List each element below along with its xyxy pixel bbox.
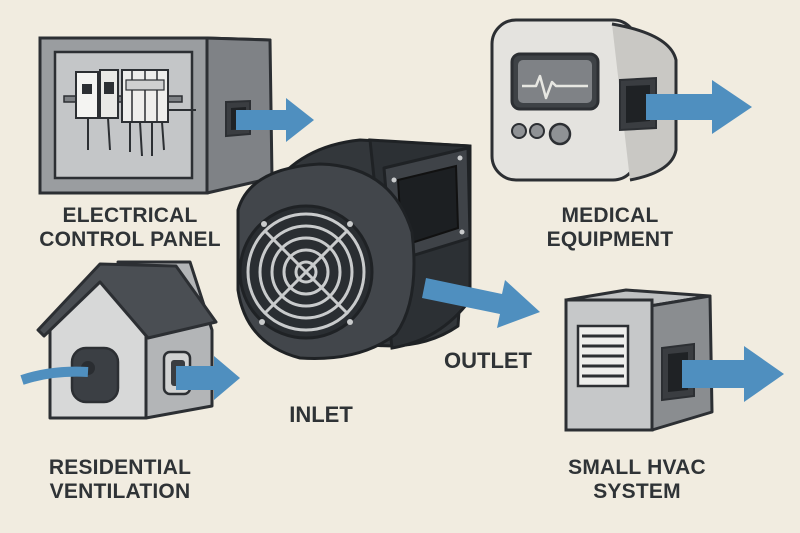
label-medical-equipment: MEDICAL EQUIPMENT: [547, 204, 674, 253]
hvac-unit-icon: [564, 288, 714, 432]
airflow-arrow-icon: [236, 98, 314, 142]
blower-fan-icon: [236, 138, 472, 360]
airflow-arrow-icon: [20, 356, 240, 400]
label-outlet: OUTLET: [444, 348, 532, 373]
house-icon: [36, 260, 218, 420]
label-line: EQUIPMENT: [546, 228, 674, 252]
label-line: CONTROL PANEL: [39, 228, 221, 252]
airflow-arrow-icon: [422, 278, 540, 328]
label-small-hvac-system: SMALL HVAC SYSTEM: [568, 456, 706, 505]
label-electrical-control-panel: ELECTRICAL CONTROL PANEL: [39, 204, 221, 253]
label-line: VENTILATION: [49, 480, 191, 504]
label-residential-ventilation: RESIDENTIAL VENTILATION: [49, 456, 191, 505]
medical-monitor-icon: [490, 18, 678, 182]
label-line: ELECTRICAL: [62, 204, 198, 227]
label-line: MEDICAL: [561, 204, 659, 227]
label-inlet: INLET: [289, 402, 353, 427]
airflow-arrow-icon: [682, 346, 784, 402]
label-line: RESIDENTIAL: [48, 456, 192, 479]
label-line: SMALL HVAC: [568, 456, 706, 479]
control-panel-icon: [38, 36, 274, 195]
airflow-arrow-icon: [646, 80, 752, 134]
label-line: SYSTEM: [593, 480, 681, 504]
